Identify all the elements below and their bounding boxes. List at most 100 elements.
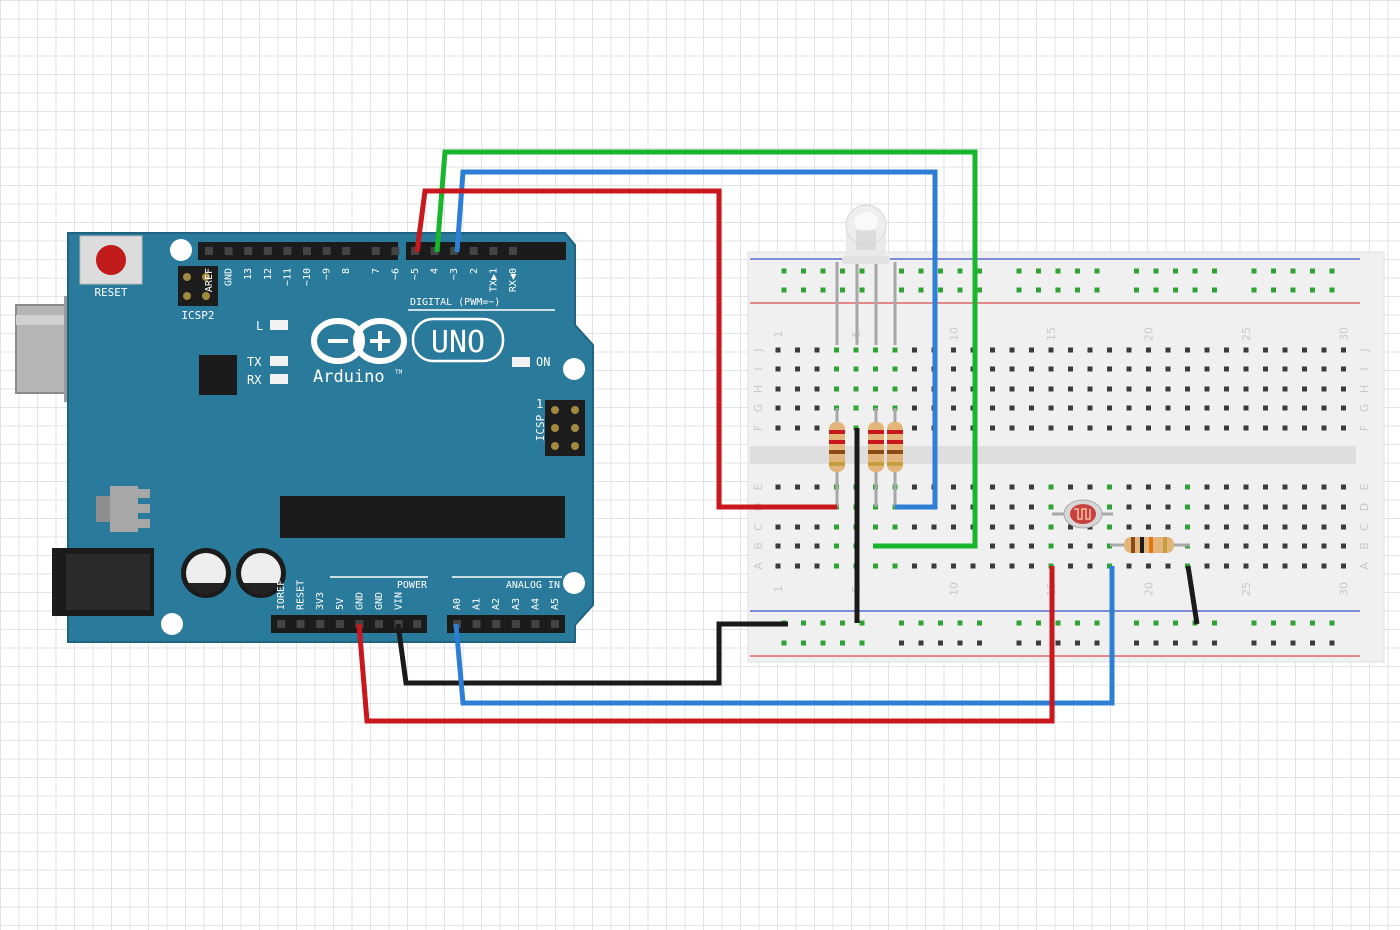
breadboard-hole[interactable] — [1009, 504, 1015, 510]
breadboard-hole[interactable] — [1329, 268, 1335, 274]
breadboard-hole[interactable] — [1243, 425, 1249, 431]
breadboard-hole[interactable] — [977, 620, 982, 626]
breadboard-hole[interactable] — [801, 640, 806, 646]
breadboard-hole[interactable] — [795, 405, 800, 411]
breadboard-hole[interactable] — [775, 386, 781, 392]
breadboard-hole[interactable] — [820, 620, 826, 626]
breadboard-hole[interactable] — [775, 347, 781, 353]
breadboard-hole[interactable] — [1075, 287, 1080, 293]
breadboard-hole[interactable] — [801, 620, 806, 626]
breadboard-hole[interactable] — [1134, 620, 1139, 626]
breadboard-hole[interactable] — [1173, 640, 1178, 646]
breadboard-hole[interactable] — [1048, 386, 1054, 392]
breadboard-hole[interactable] — [957, 640, 963, 646]
breadboard-hole[interactable] — [1212, 620, 1217, 626]
breadboard-hole[interactable] — [1185, 366, 1190, 372]
breadboard-hole[interactable] — [1029, 386, 1034, 392]
breadboard-hole[interactable] — [892, 347, 898, 353]
breadboard-hole[interactable] — [814, 366, 820, 372]
breadboard-hole[interactable] — [814, 425, 820, 431]
breadboard-hole[interactable] — [1087, 425, 1093, 431]
breadboard-hole[interactable] — [1224, 425, 1229, 431]
breadboard-hole[interactable] — [1107, 405, 1112, 411]
breadboard-hole[interactable] — [899, 268, 904, 274]
breadboard-hole[interactable] — [1212, 268, 1217, 274]
breadboard-hole[interactable] — [775, 543, 781, 549]
breadboard-hole[interactable] — [1009, 484, 1015, 490]
breadboard-hole[interactable] — [977, 640, 982, 646]
breadboard-hole[interactable] — [1282, 543, 1288, 549]
breadboard-hole[interactable] — [1153, 268, 1159, 274]
breadboard-hole[interactable] — [892, 563, 898, 569]
breadboard-hole[interactable] — [1029, 347, 1034, 353]
breadboard-hole[interactable] — [918, 268, 924, 274]
breadboard-hole[interactable] — [951, 563, 956, 569]
breadboard-hole[interactable] — [1094, 620, 1100, 626]
breadboard-hole[interactable] — [1204, 425, 1210, 431]
breadboard-hole[interactable] — [1224, 366, 1229, 372]
header-pin[interactable] — [531, 620, 540, 628]
breadboard-hole[interactable] — [918, 640, 924, 646]
breadboard-hole[interactable] — [951, 347, 956, 353]
breadboard-hole[interactable] — [1329, 640, 1335, 646]
breadboard-hole[interactable] — [814, 347, 820, 353]
header-pin[interactable] — [509, 247, 517, 255]
breadboard-hole[interactable] — [990, 425, 995, 431]
breadboard-hole[interactable] — [1036, 287, 1041, 293]
breadboard-hole[interactable] — [775, 484, 781, 490]
breadboard-hole[interactable] — [912, 405, 917, 411]
breadboard-hole[interactable] — [1224, 524, 1229, 530]
breadboard-hole[interactable] — [990, 347, 995, 353]
breadboard-hole[interactable] — [795, 386, 800, 392]
header-pin[interactable] — [551, 620, 559, 628]
breadboard-hole[interactable] — [1075, 640, 1080, 646]
breadboard-hole[interactable] — [1036, 268, 1041, 274]
breadboard-hole[interactable] — [873, 366, 878, 372]
breadboard-hole[interactable] — [1271, 287, 1276, 293]
breadboard-hole[interactable] — [1029, 563, 1034, 569]
breadboard-hole[interactable] — [1016, 640, 1022, 646]
breadboard-hole[interactable] — [1263, 366, 1268, 372]
breadboard-hole[interactable] — [1251, 268, 1257, 274]
header-pin[interactable] — [371, 247, 380, 255]
breadboard-hole[interactable] — [1263, 543, 1268, 549]
breadboard-hole[interactable] — [1107, 524, 1112, 530]
breadboard-hole[interactable] — [1192, 640, 1198, 646]
breadboard-hole[interactable] — [840, 268, 845, 274]
breadboard-hole[interactable] — [938, 640, 943, 646]
breadboard-hole[interactable] — [1068, 347, 1073, 353]
header-pin[interactable] — [277, 620, 285, 628]
breadboard-hole[interactable] — [859, 640, 865, 646]
breadboard-hole[interactable] — [931, 524, 937, 530]
breadboard-hole[interactable] — [873, 563, 878, 569]
breadboard-hole[interactable] — [1224, 405, 1229, 411]
breadboard-hole[interactable] — [1087, 366, 1093, 372]
header-pin[interactable] — [205, 247, 213, 255]
breadboard-hole[interactable] — [1094, 287, 1100, 293]
breadboard-hole[interactable] — [990, 504, 995, 510]
breadboard-hole[interactable] — [1204, 405, 1210, 411]
breadboard-hole[interactable] — [775, 425, 781, 431]
breadboard-hole[interactable] — [1321, 347, 1327, 353]
breadboard-hole[interactable] — [820, 640, 826, 646]
breadboard-hole[interactable] — [990, 386, 995, 392]
breadboard-hole[interactable] — [1126, 386, 1132, 392]
breadboard-hole[interactable] — [1204, 563, 1210, 569]
breadboard-hole[interactable] — [1173, 268, 1178, 274]
breadboard-hole[interactable] — [834, 386, 839, 392]
breadboard-hole[interactable] — [1165, 347, 1171, 353]
header-pin[interactable] — [283, 247, 292, 255]
breadboard-hole[interactable] — [899, 620, 904, 626]
breadboard-hole[interactable] — [1146, 504, 1151, 510]
breadboard-hole[interactable] — [1290, 287, 1296, 293]
breadboard-hole[interactable] — [1048, 504, 1054, 510]
breadboard-hole[interactable] — [873, 386, 878, 392]
breadboard-hole[interactable] — [1302, 563, 1307, 569]
breadboard-hole[interactable] — [1048, 347, 1054, 353]
breadboard-hole[interactable] — [1029, 524, 1034, 530]
breadboard-hole[interactable] — [1016, 287, 1022, 293]
breadboard-hole[interactable] — [1282, 504, 1288, 510]
breadboard-hole[interactable] — [1048, 366, 1054, 372]
breadboard-hole[interactable] — [1126, 484, 1132, 490]
breadboard-hole[interactable] — [1068, 425, 1073, 431]
